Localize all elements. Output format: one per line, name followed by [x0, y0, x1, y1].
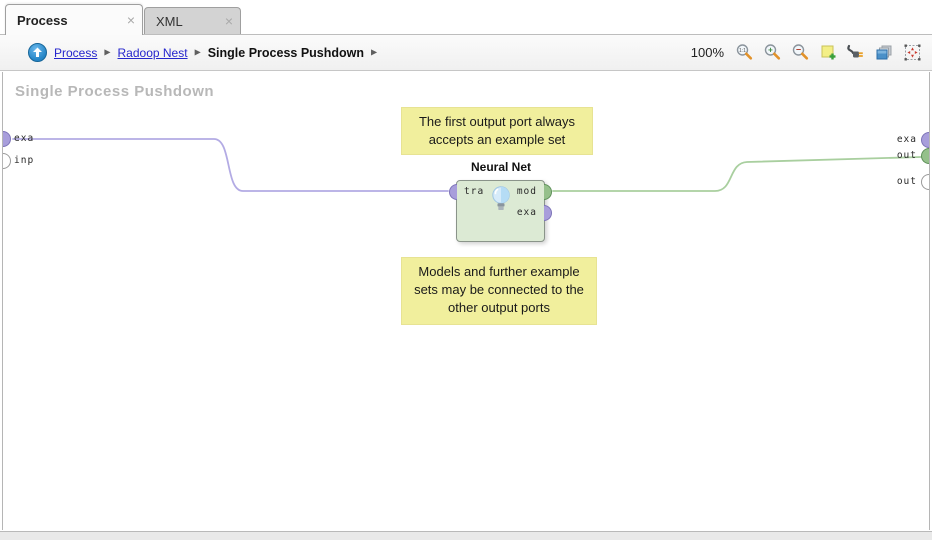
port-label: inp [14, 155, 35, 166]
sticky-note[interactable]: Models and further example sets may be c… [401, 257, 597, 325]
process-canvas[interactable]: Single Process Pushdown exa inp exa out … [2, 72, 930, 530]
tab-bar: Process × XML × [0, 0, 932, 35]
breadcrumb-toolbar: Process ▶ Radoop Nest ▶ Single Process P… [0, 34, 932, 71]
port-label: exa [516, 207, 537, 218]
port-label: out [896, 176, 917, 187]
zoom-level-label: 100% [690, 45, 724, 60]
breadcrumb: Process ▶ Radoop Nest ▶ Single Process P… [28, 43, 377, 62]
tab-xml-label: XML [156, 13, 183, 29]
operator-title: Neural Net [470, 160, 532, 174]
svg-text:−: − [795, 44, 800, 54]
port-label: exa [896, 134, 917, 145]
auto-wire-icon[interactable] [846, 43, 866, 63]
canvas-input-port-inp[interactable] [3, 153, 11, 169]
svg-text:1:1: 1:1 [739, 48, 746, 54]
breadcrumb-separator-icon: ▶ [104, 47, 111, 57]
connection-model[interactable] [552, 156, 922, 192]
add-note-icon[interactable] [818, 43, 838, 63]
svg-text:+: + [768, 46, 773, 55]
tab-xml[interactable]: XML × [144, 7, 241, 34]
connection-example-set[interactable] [12, 138, 449, 192]
breadcrumb-separator-icon: ▶ [371, 47, 378, 57]
connections-layer [12, 138, 922, 192]
port-label: mod [516, 186, 537, 197]
up-arrow-icon [33, 47, 42, 57]
navigate-up-icon[interactable] [28, 43, 47, 62]
operator-port-mod[interactable] [544, 184, 552, 200]
bottom-scrollbar-track[interactable] [0, 531, 932, 540]
operator-port-exa[interactable] [544, 205, 552, 221]
breadcrumb-link-radoop-nest[interactable]: Radoop Nest [117, 45, 188, 60]
close-icon[interactable]: × [224, 13, 234, 29]
port-label: exa [14, 133, 35, 144]
breadcrumb-separator-icon: ▶ [194, 47, 201, 57]
lightbulb-icon [492, 186, 510, 210]
tab-process[interactable]: Process × [5, 4, 143, 35]
canvas-input-port-exa[interactable] [3, 131, 11, 147]
canvas-title: Single Process Pushdown [15, 83, 215, 100]
sticky-note[interactable]: The first output port always accepts an … [401, 107, 593, 155]
tab-process-label: Process [17, 12, 68, 28]
canvas-toolbar-controls: 100% 1:1 + − [691, 35, 922, 70]
operator-port-tra[interactable] [449, 184, 457, 200]
canvas-output-port-exa[interactable] [921, 132, 929, 148]
canvas-output-port-out2[interactable] [921, 174, 929, 190]
fit-to-screen-icon[interactable] [902, 43, 922, 63]
port-label: tra [464, 186, 485, 197]
zoom-out-icon[interactable]: − [790, 43, 810, 63]
port-label: out [896, 150, 917, 161]
breadcrumb-current: Single Process Pushdown [207, 45, 365, 60]
close-icon[interactable]: × [126, 12, 136, 28]
operator-neural-net[interactable]: tra mod exa [449, 180, 552, 242]
canvas-output-port-out1[interactable] [921, 148, 929, 164]
zoom-in-icon[interactable]: + [762, 43, 782, 63]
arrange-operators-icon[interactable] [874, 43, 894, 63]
breadcrumb-link-process[interactable]: Process [54, 45, 98, 60]
zoom-actual-size-icon[interactable]: 1:1 [734, 43, 754, 63]
